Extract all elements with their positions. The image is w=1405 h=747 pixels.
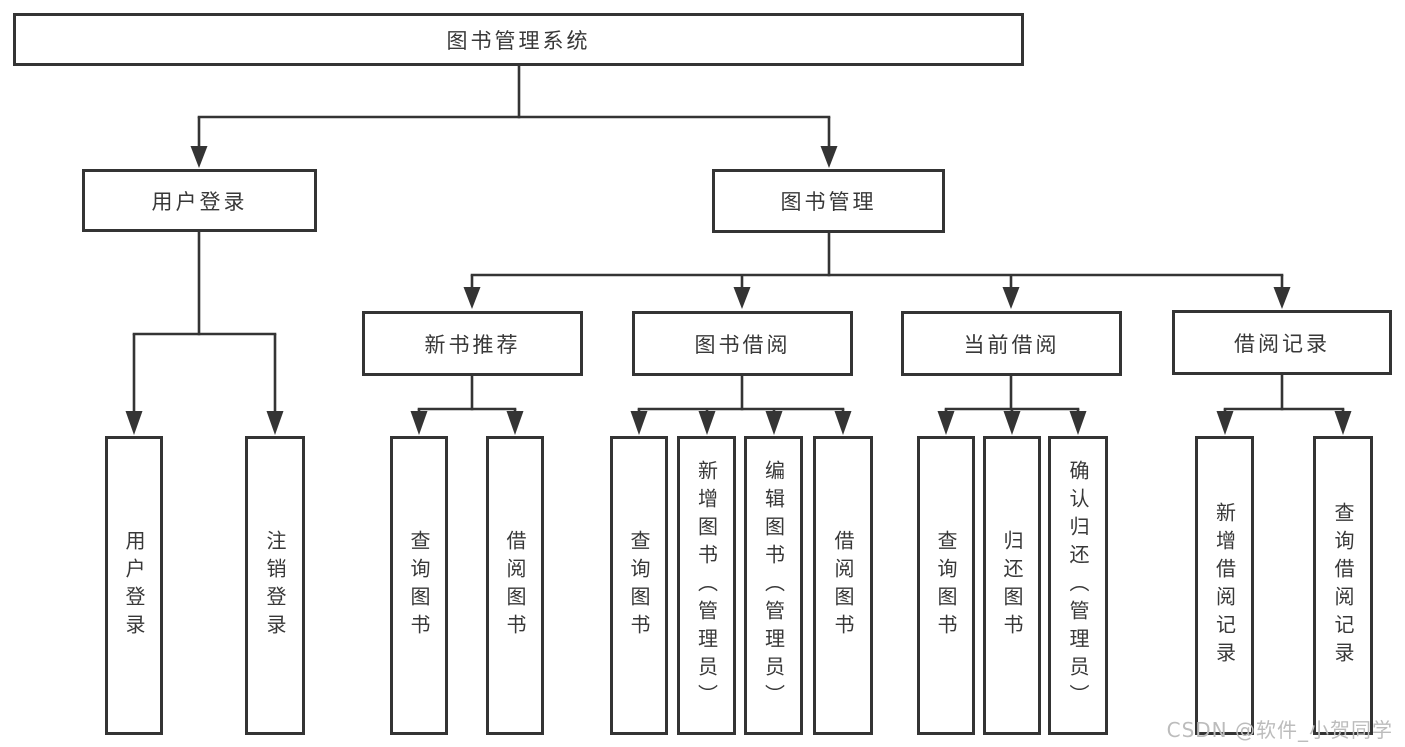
leaf-add-borrow-record: 新增借阅记录 (1195, 436, 1254, 735)
node-user-login-label: 用户登录 (151, 189, 248, 214)
leaf-borrow-book: 借阅图书 (813, 436, 873, 735)
leaf-query-book-current-label: 查询图书 (934, 529, 958, 642)
node-root-label: 图书管理系统 (446, 28, 591, 53)
node-book-management: 图书管理 (712, 169, 945, 233)
node-borrow-record: 借阅记录 (1172, 310, 1392, 375)
node-book-borrow: 图书借阅 (632, 311, 853, 376)
leaf-add-book-admin: 新增图书（管理员） (677, 436, 736, 735)
leaf-confirm-return-admin: 确认归还（管理员） (1048, 436, 1108, 735)
leaf-edit-book-admin: 编辑图书（管理员） (744, 436, 803, 735)
leaf-add-borrow-record-label: 新增借阅记录 (1212, 501, 1237, 670)
leaf-query-borrow-record-label: 查询借阅记录 (1331, 501, 1355, 670)
leaf-return-book: 归还图书 (983, 436, 1041, 735)
arrowheads (125, 146, 1352, 435)
leaf-user-login-label: 用户登录 (122, 529, 146, 642)
leaf-query-book-borrow: 查询图书 (610, 436, 668, 735)
leaf-logout-login: 注销登录 (245, 436, 305, 735)
node-root-library-system: 图书管理系统 (13, 13, 1024, 66)
node-current-borrow: 当前借阅 (901, 311, 1122, 376)
leaf-edit-book-admin-label: 编辑图书（管理员） (761, 459, 786, 712)
node-user-login: 用户登录 (82, 169, 317, 232)
leaf-add-book-admin-label: 新增图书（管理员） (694, 459, 719, 712)
leaf-logout-login-label: 注销登录 (263, 529, 287, 642)
node-book-borrow-label: 图书借阅 (694, 332, 791, 357)
leaf-query-book-current: 查询图书 (917, 436, 975, 735)
leaf-query-book-borrow-label: 查询图书 (627, 529, 651, 642)
node-borrow-record-label: 借阅记录 (1234, 331, 1330, 356)
leaf-query-book-recommend: 查询图书 (390, 436, 448, 735)
leaf-user-login: 用户登录 (105, 436, 163, 735)
csdn-watermark: CSDN @软件_小贺同学 (1166, 718, 1393, 742)
leaf-query-borrow-record: 查询借阅记录 (1313, 436, 1373, 735)
leaf-borrow-book-label: 借阅图书 (831, 529, 855, 642)
leaf-borrow-book-recommend: 借阅图书 (486, 436, 544, 735)
leaf-query-book-recommend-label: 查询图书 (407, 529, 431, 642)
node-new-book-recommend: 新书推荐 (362, 311, 583, 376)
node-book-management-label: 图书管理 (780, 190, 877, 214)
leaf-borrow-book-recommend-label: 借阅图书 (503, 529, 527, 642)
leaf-confirm-return-admin-label: 确认归还（管理员） (1066, 459, 1090, 712)
leaf-return-book-label: 归还图书 (1000, 529, 1024, 642)
node-current-borrow-label: 当前借阅 (963, 332, 1060, 357)
node-new-book-recommend-label: 新书推荐 (424, 332, 521, 357)
